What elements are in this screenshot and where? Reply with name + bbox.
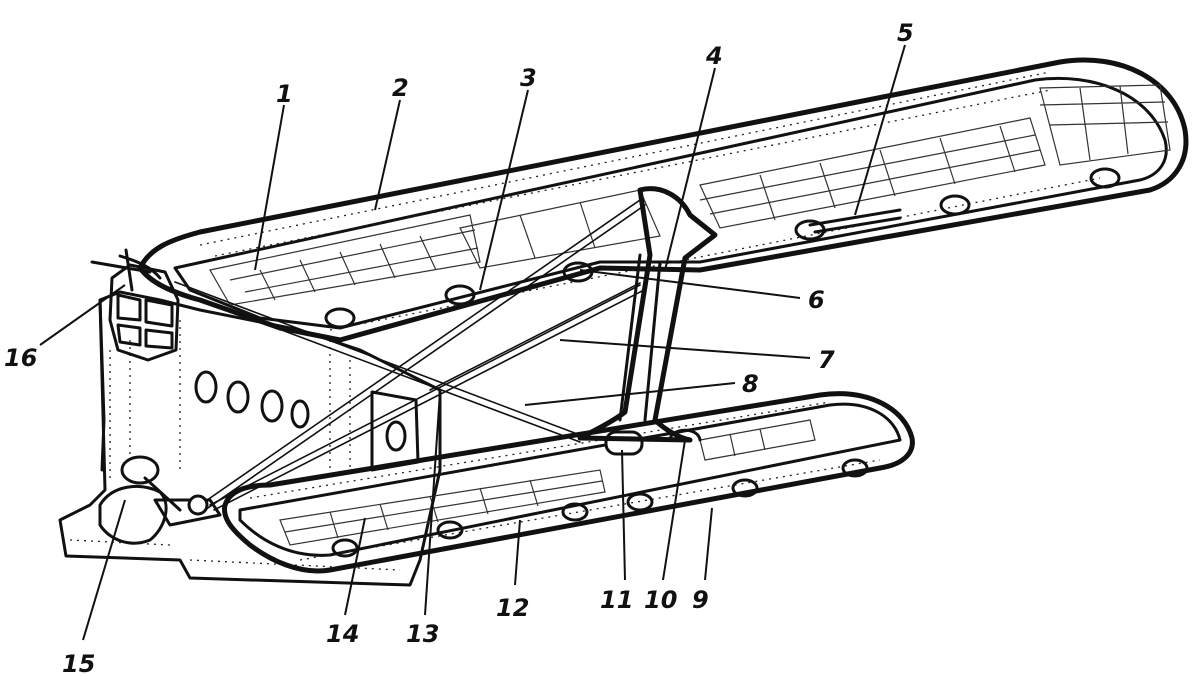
leader-10 — [662, 439, 686, 581]
leader-1 — [254, 104, 285, 271]
callout-9: 9 — [692, 586, 709, 614]
callout-13: 13 — [406, 620, 439, 648]
leader-7 — [559, 339, 811, 359]
callout-15: 15 — [62, 650, 95, 678]
callout-10: 10 — [644, 586, 677, 614]
leader-8 — [524, 382, 736, 406]
leader-lines — [39, 44, 906, 641]
lower-wing — [221, 391, 915, 574]
leader-9 — [704, 507, 713, 581]
callout-14: 14 — [326, 620, 359, 648]
upper-wing — [137, 57, 1189, 343]
slot-5 — [808, 208, 902, 234]
leader-6 — [579, 269, 801, 299]
callout-1: 1 — [276, 80, 293, 108]
cockpit-nose — [90, 248, 180, 362]
leader-14 — [344, 517, 366, 616]
upper-wing-hinges — [324, 167, 1121, 329]
porthole-4 — [290, 399, 310, 429]
callout-2: 2 — [392, 74, 409, 102]
leader-13 — [424, 391, 441, 616]
interplane-strut — [577, 186, 718, 443]
leader-4 — [664, 67, 716, 271]
leader-16 — [39, 284, 126, 346]
callout-16: 16 — [4, 344, 37, 372]
callout-8: 8 — [742, 370, 759, 398]
callout-5: 5 — [897, 19, 914, 47]
callout-7: 7 — [818, 346, 835, 374]
leader-11 — [621, 449, 626, 581]
leader-15 — [82, 499, 126, 641]
leader-12 — [514, 519, 521, 586]
fuselage-door — [370, 390, 420, 472]
porthole-1 — [194, 370, 218, 404]
callout-12: 12 — [496, 594, 529, 622]
porthole-2 — [226, 380, 250, 414]
callout-11: 11 — [600, 586, 633, 614]
leader-3 — [479, 89, 529, 291]
callout-6: 6 — [808, 286, 825, 314]
callout-4: 4 — [705, 42, 723, 70]
callout-labels: 1 2 3 4 5 6 7 8 9 10 11 12 13 14 15 16 — [4, 19, 914, 678]
lower-wing-hinges — [331, 458, 869, 558]
landing-gear — [98, 455, 222, 545]
leader-5 — [854, 44, 906, 216]
callout-3: 3 — [520, 64, 537, 92]
leader-2 — [374, 99, 401, 211]
porthole-3 — [260, 389, 284, 423]
fuselage — [58, 290, 442, 587]
strut-fitting-11 — [604, 430, 644, 456]
bracing-wires — [174, 199, 646, 511]
